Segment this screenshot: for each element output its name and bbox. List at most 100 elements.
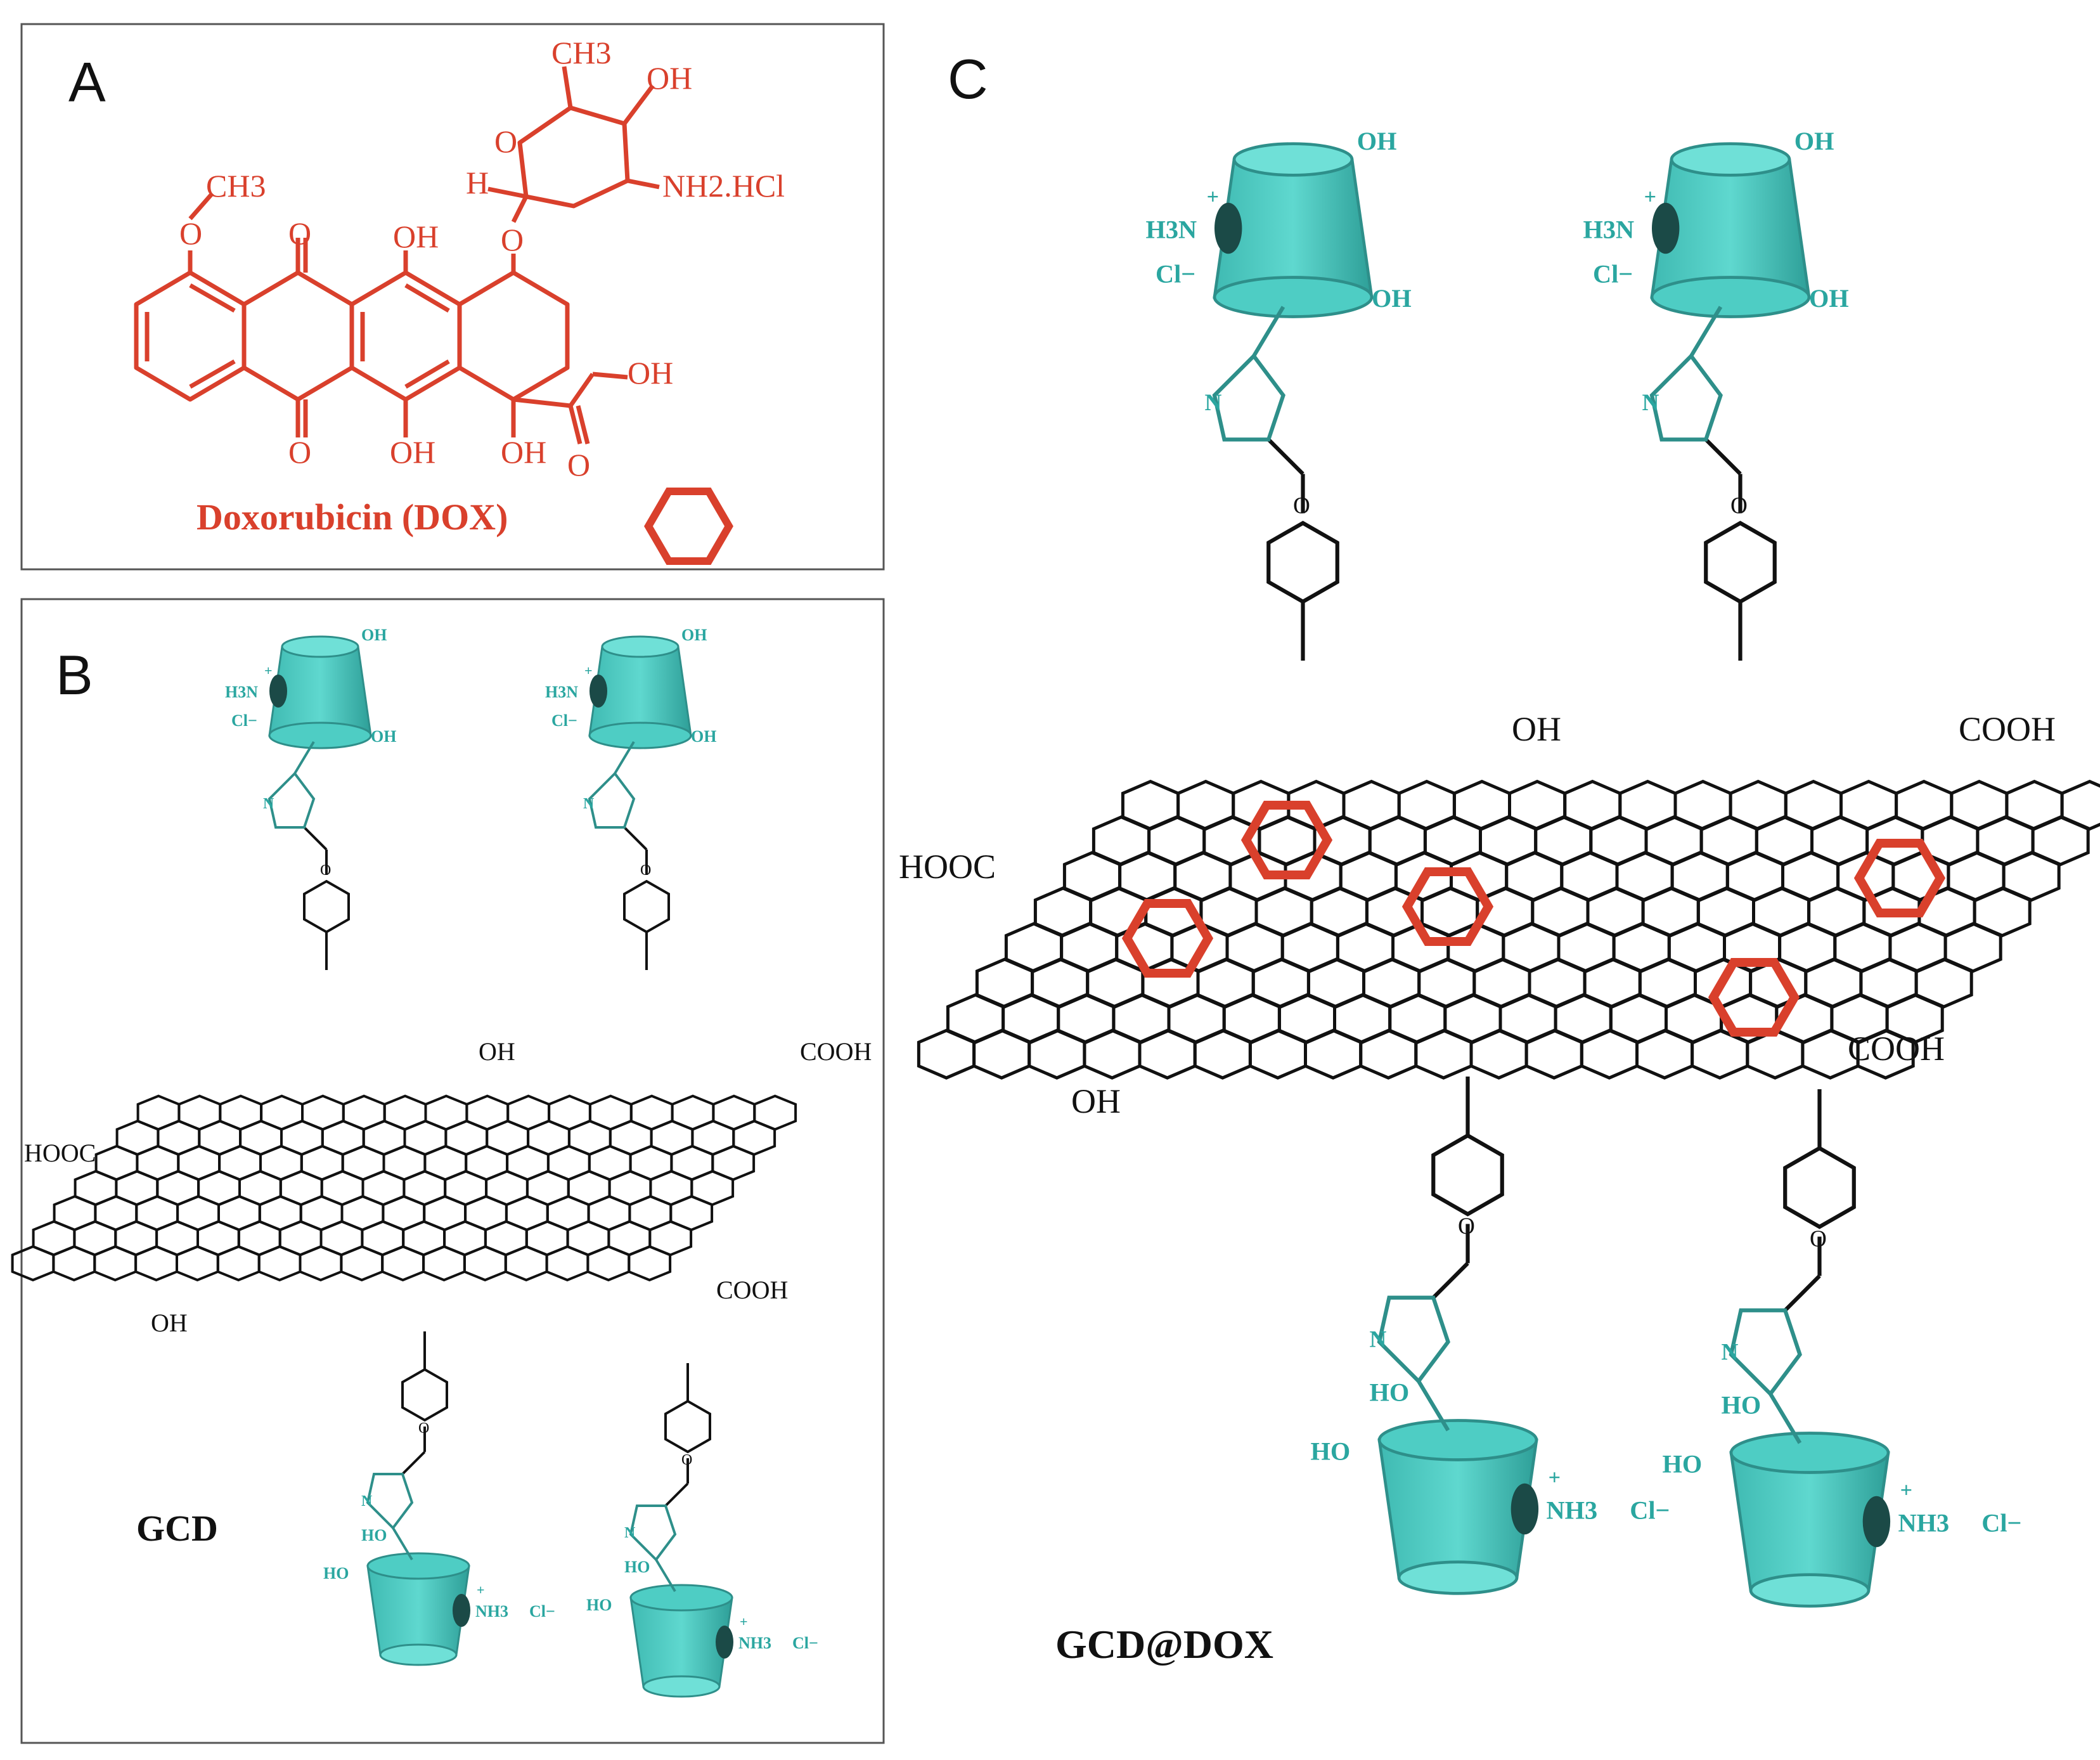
cyclodextrin-cavity: [1511, 1483, 1539, 1535]
graphene-ring: [422, 1245, 466, 1282]
graphene-ring: [52, 1245, 96, 1282]
cd-label: HO: [361, 1526, 387, 1544]
cd-label: NH3: [1547, 1496, 1598, 1525]
graphene-ring: [504, 1245, 548, 1282]
svg-text:CH3: CH3: [551, 35, 611, 70]
dox-sugar-ring: [517, 105, 630, 209]
graphene-ring: [586, 1245, 631, 1282]
cd-label: Cl−: [231, 711, 257, 730]
graphene-ring: [134, 1245, 178, 1282]
cd-label: O: [1458, 1213, 1475, 1239]
triazole-ring: [1212, 353, 1285, 442]
cd-label: O: [320, 862, 331, 879]
cyclodextrin-cavity: [716, 1626, 733, 1659]
svg-text:CH3: CH3: [206, 168, 266, 204]
gcd-graphene-sheet: [11, 1094, 797, 1282]
panel-a-border: [20, 23, 885, 571]
loaded-dox-hexagons: [1121, 801, 1946, 1037]
graphene-ring: [216, 1245, 261, 1282]
panel-borders: [20, 23, 885, 1744]
triazole-ring: [588, 771, 636, 829]
cd-label: H3N: [1146, 216, 1197, 244]
cd-label: HO: [586, 1596, 612, 1614]
cd-label: N: [1642, 390, 1659, 416]
phenyl-ring: [664, 1399, 711, 1454]
cd-label: HO: [1311, 1437, 1351, 1466]
cd-label: Cl−: [1593, 259, 1633, 288]
cd-label: +: [584, 663, 593, 678]
gcd-cyclodextrins: OHOHH3N+Cl−NOOHOHH3N+Cl−NONH3+Cl−HOHONON…: [225, 626, 818, 1698]
graphene-ring: [917, 1028, 976, 1080]
graphene-ring: [340, 1245, 384, 1282]
cd-label: O: [681, 1452, 692, 1468]
graphene-ring: [11, 1245, 55, 1282]
dox-ring-1: [134, 270, 247, 402]
graphene-ring: [1524, 1028, 1583, 1080]
graphene-ring: [299, 1245, 343, 1282]
svg-text:O: O: [179, 216, 202, 251]
svg-text:OH: OH: [1071, 1082, 1121, 1120]
svg-text:O: O: [288, 434, 311, 470]
cd-label: OH: [1357, 127, 1397, 155]
triazole-ring: [1729, 1308, 1802, 1397]
panel-letter-c: C: [948, 48, 988, 110]
svg-text:H: H: [466, 165, 489, 200]
svg-text:NH2.HCl: NH2.HCl: [662, 168, 785, 204]
cd-label: N: [361, 1493, 373, 1510]
dox-name: Doxorubicin (DOX): [196, 496, 508, 538]
cd-label: OH: [1372, 284, 1412, 313]
graphene-ring: [1193, 1028, 1252, 1080]
gcd-diagram: OHOHH3N+Cl−NOOHOHH3N+Cl−NONH3+Cl−HOHONON…: [11, 626, 872, 1698]
cd-label: N: [583, 796, 595, 812]
cd-label: OH: [1809, 284, 1849, 313]
svg-text:HOOC: HOOC: [24, 1139, 96, 1167]
loaded-dox-4: [1853, 839, 1946, 917]
cd-label: O: [418, 1420, 429, 1437]
cd-label: HO: [1722, 1391, 1762, 1420]
phenyl-ring: [303, 879, 350, 934]
cd-label: Cl−: [1156, 259, 1195, 288]
phenyl-ring: [1431, 1133, 1504, 1217]
gcd-edge-labels: HOOC COOH COOH OH OH: [24, 1037, 872, 1337]
cyclodextrin-cavity: [589, 675, 607, 708]
cd-label: HO: [624, 1558, 650, 1576]
cd-label: H3N: [1583, 216, 1635, 244]
triazole-ring: [1649, 353, 1723, 442]
cd-label: Cl−: [551, 711, 577, 730]
cd-label: HO: [1370, 1378, 1410, 1407]
graphene-ring: [176, 1245, 219, 1282]
graphene-ring: [1138, 1028, 1197, 1080]
svg-text:OH: OH: [628, 355, 673, 391]
cd-label: Cl−: [529, 1602, 555, 1621]
cd-label: HO: [323, 1564, 349, 1582]
graphene-ring: [545, 1245, 589, 1282]
svg-text:COOH: COOH: [716, 1276, 788, 1304]
svg-text:OH: OH: [1512, 710, 1561, 748]
graphene-ring: [628, 1245, 672, 1282]
svg-text:COOH: COOH: [1959, 710, 2056, 748]
cyclodextrin-cavity: [1652, 202, 1680, 254]
panel-letter-b: B: [56, 644, 93, 706]
svg-text:O: O: [288, 216, 311, 251]
graphene-ring: [1083, 1028, 1142, 1080]
phenyl-ring: [1704, 521, 1777, 604]
graphene-ring: [1304, 1028, 1363, 1080]
cyclodextrin-cavity: [453, 1594, 470, 1627]
cd-label: N: [624, 1525, 636, 1541]
gcd-label: GCD: [136, 1508, 218, 1549]
loaded-dox-3: [1401, 867, 1494, 946]
gcd-dox-cyclodextrins: OHOHH3N+Cl−NOOHOHH3N+Cl−NONH3+Cl−HOHONON…: [1146, 127, 2022, 1608]
cd-label: O: [1730, 493, 1748, 519]
cd-label: +: [1900, 1479, 1912, 1502]
cd-label: Cl−: [1630, 1496, 1670, 1525]
svg-text:O: O: [501, 222, 524, 257]
cd-label: N: [1370, 1326, 1387, 1352]
graphene-ring: [1746, 1028, 1805, 1080]
